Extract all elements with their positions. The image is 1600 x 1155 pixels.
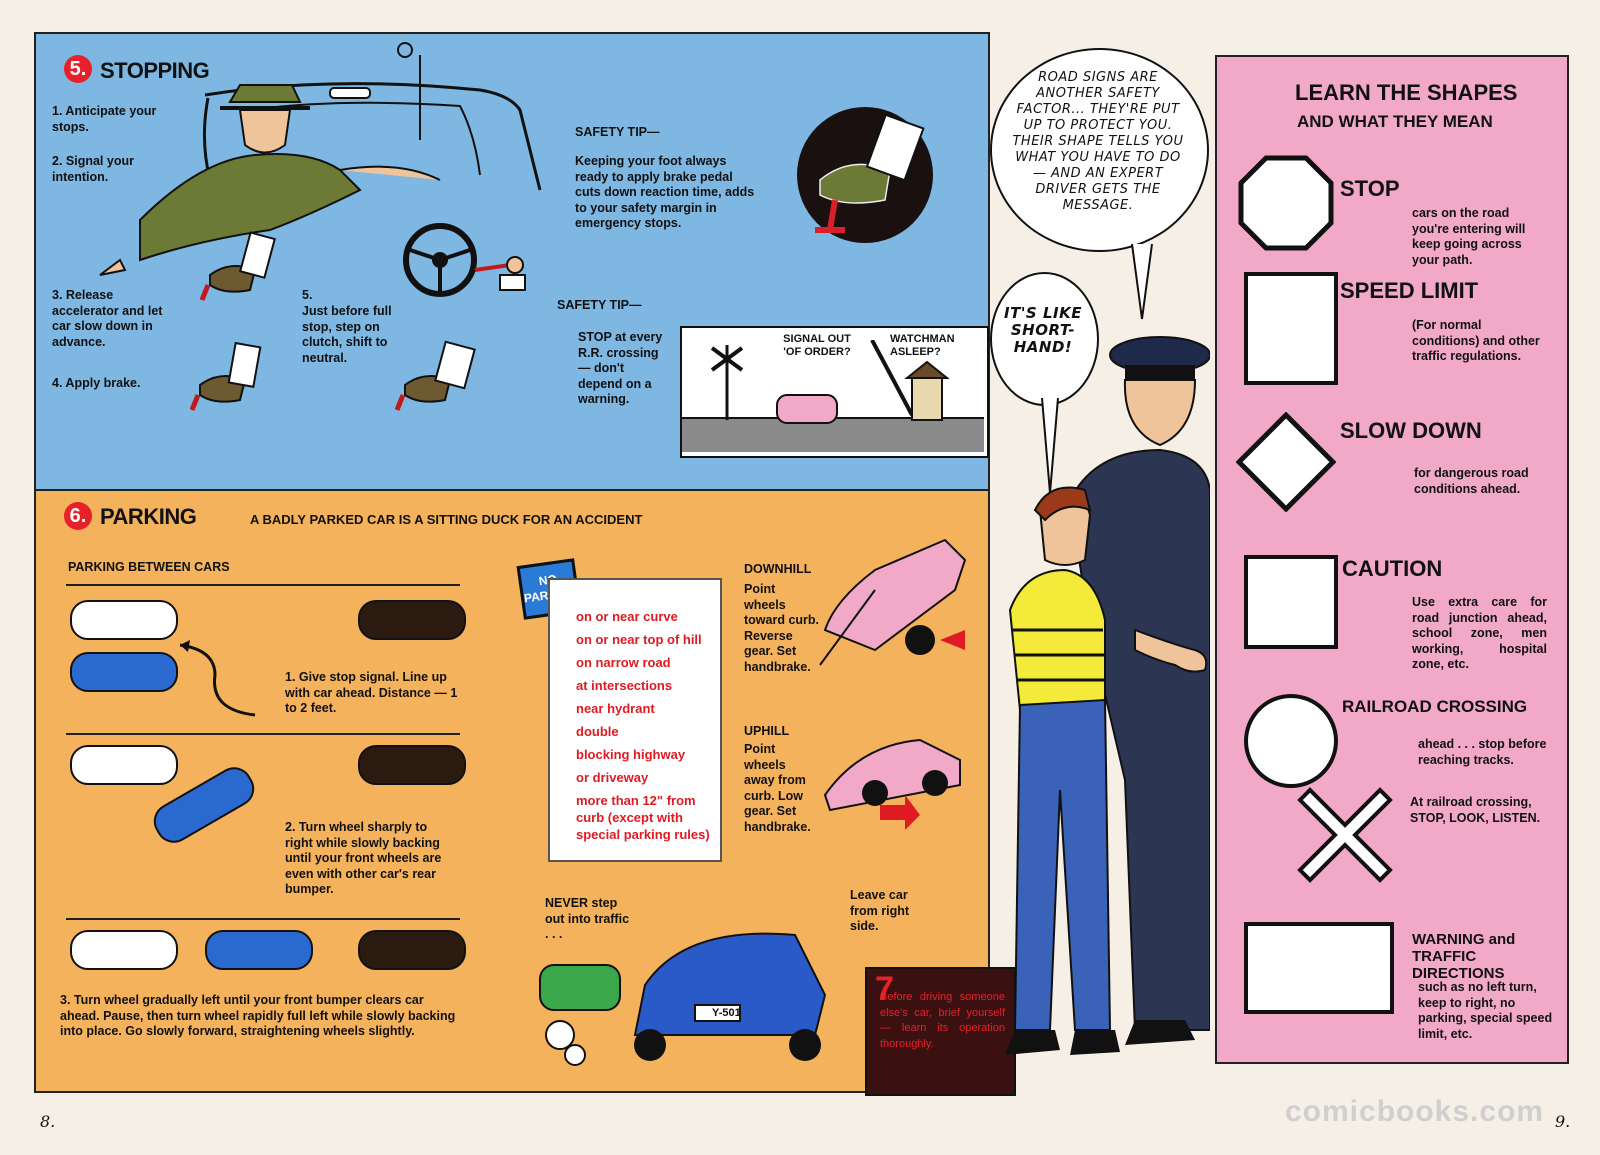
no-parking-item: on or near top of hill — [576, 632, 702, 647]
uphill-car-icon — [823, 738, 961, 830]
curb-line-1 — [66, 584, 460, 586]
parked-car-white-2 — [70, 745, 178, 785]
no-parking-item: more than 12" from curb (except with spe… — [576, 793, 710, 842]
sign-caution-desc: Use extra care for road junction ahead, … — [1412, 595, 1547, 671]
parked-car-white-3 — [70, 930, 178, 970]
wide-rectangle-sign-icon — [1244, 922, 1394, 1014]
sign-warning-title: WARNING and TRAFFIC DIRECTIONS — [1412, 931, 1516, 982]
parked-car-black-2 — [358, 745, 466, 785]
railroad-scene-icon — [682, 340, 984, 452]
section-7-text: Before driving someone else's car, brief… — [880, 991, 1005, 1050]
speech-bubble-main — [990, 48, 1209, 252]
downhill-car-icon — [819, 538, 967, 666]
brake-pedal-illustration — [797, 107, 933, 243]
foot-brake-icon — [190, 341, 262, 411]
sign-stop-title: STOP — [1340, 176, 1400, 201]
speech-bubble-short — [990, 272, 1099, 406]
sign-speed-limit-title: SPEED LIMIT — [1340, 278, 1479, 303]
sign-caution-title: CAUTION — [1342, 556, 1443, 581]
circle-sign-icon — [1244, 694, 1338, 788]
no-parking-list: on or near curve on or near top of hill … — [576, 605, 716, 843]
sign-railroad-desc: ahead . . . stop before reaching tracks. — [1418, 737, 1547, 767]
safety-tip-1-text: Keeping your foot always ready to apply … — [575, 154, 755, 230]
safety-tip-2-head: SAFETY TIP— — [557, 298, 642, 312]
moving-car-blue-3 — [205, 930, 313, 970]
sign-crossing-desc: At railroad crossing, STOP, LOOK, LISTEN… — [1410, 795, 1541, 825]
diamond-sign-icon — [1236, 412, 1336, 512]
section-number-7: 7 — [875, 970, 894, 1008]
no-parking-item: at intersections — [576, 678, 673, 693]
path-arrow-icon — [179, 640, 256, 717]
leave-car-caption: Leave car from right side. — [850, 888, 910, 933]
no-parking-list-box — [548, 578, 722, 862]
bubble-tail-main — [1131, 244, 1153, 320]
no-parking-item: blocking highway — [576, 747, 686, 762]
stopping-step-5-number: 5. — [302, 288, 313, 302]
signs-title-1: LEARN THE SHAPES — [1295, 80, 1518, 105]
parking-subtitle: A BADLY PARKED CAR IS A SITTING DUCK FOR… — [250, 512, 643, 527]
section-number-6: 6. — [64, 502, 92, 530]
foot-clutch-icon — [395, 340, 476, 411]
speech-bubble-short-text: IT'S LIKE SHORT-HAND! — [1004, 304, 1082, 356]
parked-car-black-1 — [358, 600, 466, 640]
section-number-5: 5. — [64, 55, 92, 83]
crossbuck-sign-icon — [1297, 787, 1393, 883]
stopping-step-5: Just before full stop, step on clutch, s… — [302, 304, 392, 365]
parking-step-2: 2. Turn wheel sharply to right while slo… — [285, 820, 442, 896]
no-parking-item: on narrow road — [576, 655, 671, 670]
shift-hand-icon — [474, 256, 526, 291]
sign-slow-down-desc: for dangerous road conditions ahead. — [1414, 466, 1529, 496]
curb-line-3 — [66, 918, 460, 920]
uphill-text: Point wheels away from curb. Low gear. S… — [744, 742, 811, 834]
rr-watchman-caption: WATCHMAN ASLEEP? — [890, 333, 955, 358]
stopping-step-4: 4. Apply brake. — [52, 376, 141, 390]
rectangle-sign-icon — [1244, 272, 1338, 385]
no-parking-item: on or near curve — [576, 609, 678, 624]
steering-wheel-icon — [403, 223, 477, 297]
parking-title: PARKING — [100, 504, 197, 529]
parked-car-white-1 — [70, 600, 178, 640]
stopping-step-2: 2. Signal your intention. — [52, 154, 134, 184]
downhill-text: Point wheels toward curb. Reverse gear. … — [744, 582, 820, 674]
curb-line-2 — [66, 733, 460, 735]
sign-warning-desc: such as no left turn, keep to right, no … — [1418, 980, 1553, 1041]
sign-railroad-title: RAILROAD CROSSING — [1342, 697, 1528, 716]
speech-bubble-main-text: ROAD SIGNS ARE ANOTHER SAFETY FACTOR... … — [1012, 70, 1184, 213]
stopping-step-1: 1. Anticipate your stops. — [52, 104, 157, 134]
watermark: comicbooks.com — [1285, 1095, 1545, 1128]
uphill-head: UPHILL — [744, 724, 790, 738]
parking-between-title: PARKING BETWEEN CARS — [68, 560, 230, 574]
no-parking-item: or driveway — [576, 770, 649, 785]
signs-title-2: AND WHAT THEY MEAN — [1297, 112, 1493, 131]
never-step-caption: NEVER step out into traffic . . . — [545, 896, 630, 941]
driver-illustration — [99, 42, 542, 276]
octagon-sign-icon — [1238, 155, 1334, 251]
stepping-out-illustration — [539, 932, 827, 1066]
page-number-left: 8. — [40, 1112, 56, 1131]
no-parking-item: near hydrant — [576, 701, 655, 716]
square-sign-icon — [1244, 555, 1338, 649]
license-plate: Y-501 — [712, 1007, 741, 1019]
no-parking-item: double — [576, 724, 619, 739]
sign-speed-limit-desc: (For normal conditions) and other traffi… — [1412, 318, 1540, 363]
page-number-right: 9. — [1555, 1112, 1571, 1131]
sign-slow-down-title: SLOW DOWN — [1340, 418, 1482, 443]
rr-signal-caption: SIGNAL OUT 'OF ORDER? — [783, 333, 851, 358]
safety-tip-2-text: STOP at every R.R. crossing — don't depe… — [578, 330, 663, 406]
foot-accelerator-icon — [200, 231, 276, 301]
officer-and-boy-illustration — [1005, 336, 1210, 1055]
safety-tip-1-head: SAFETY TIP— — [575, 125, 660, 139]
sign-stop-desc: cars on the road you're entering will ke… — [1412, 206, 1526, 267]
parking-step-3: 3. Turn wheel gradually left until your … — [60, 993, 456, 1038]
parking-step-1: 1. Give stop signal. Line up with car ah… — [285, 670, 458, 715]
stopping-title: STOPPING — [100, 58, 210, 83]
parked-car-black-3 — [358, 930, 466, 970]
downhill-head: DOWNHILL — [744, 562, 812, 576]
stopping-step-3: 3. Release accelerator and let car slow … — [52, 288, 163, 349]
moving-car-blue-1 — [70, 652, 178, 692]
